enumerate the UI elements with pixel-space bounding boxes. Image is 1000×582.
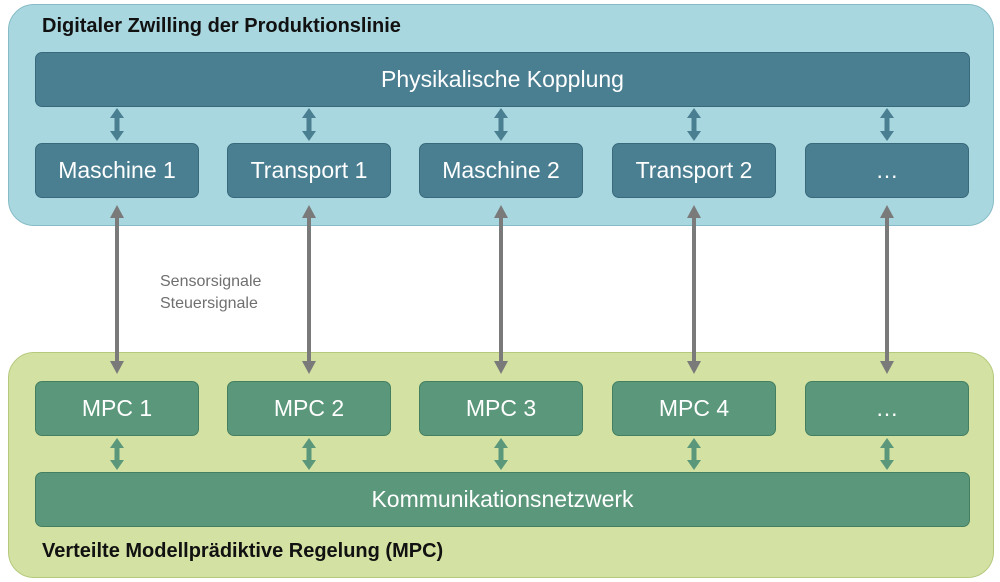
- twin-unit-3: Maschine 2: [419, 143, 583, 198]
- signal-arrow-5-shaft: [885, 218, 889, 361]
- signal-arrow-2-shaft: [307, 218, 311, 361]
- mpc-unit-3: MPC 3: [419, 381, 583, 436]
- signal-label: Sensorsignale Steuersignale: [160, 271, 261, 315]
- digital-twin-title: Digitaler Zwilling der Produktionslinie: [42, 15, 401, 37]
- communication-network-bus: Kommunikationsnetzwerk: [35, 472, 970, 527]
- physical-coupling-bus: Physikalische Kopplung: [35, 52, 970, 107]
- signal-arrow-4-shaft: [692, 218, 696, 361]
- signal-arrow-3-shaft: [499, 218, 503, 361]
- mpc-unit-4: MPC 4: [612, 381, 776, 436]
- mpc-title: Verteilte Modellprädiktive Regelung (MPC…: [42, 540, 444, 562]
- twin-unit-1: Maschine 1: [35, 143, 199, 198]
- mpc-unit-2: MPC 2: [227, 381, 391, 436]
- mpc-unit-1: MPC 1: [35, 381, 199, 436]
- twin-unit-4: Transport 2: [612, 143, 776, 198]
- twin-unit-2: Transport 1: [227, 143, 391, 198]
- control-signals-label: Steuersignale: [160, 295, 258, 312]
- twin-unit-more: …: [805, 143, 969, 198]
- signal-arrow-1-shaft: [115, 218, 119, 361]
- sensor-signals-label: Sensorsignale: [160, 273, 262, 290]
- mpc-unit-more: …: [805, 381, 969, 436]
